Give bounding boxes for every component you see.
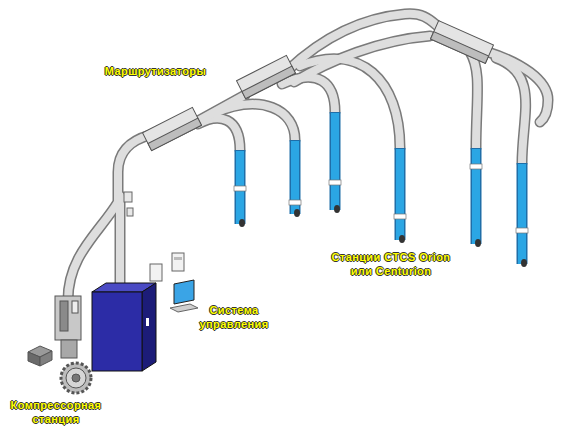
callout-label: Станции CTCS Orion или Centurion: [328, 250, 454, 278]
tube-outline: [470, 52, 478, 148]
router-box: [143, 107, 202, 150]
router-box: [242, 66, 296, 99]
station-tube: [234, 164, 528, 233]
station-tube: [234, 186, 246, 191]
station-tube: [521, 259, 527, 267]
tube-fill: [198, 118, 240, 150]
router-box: [143, 21, 494, 151]
station-tube: [240, 112, 522, 264]
callout-label: Система управления: [190, 303, 278, 331]
tube-outline: [68, 14, 548, 300]
control-system: [172, 253, 184, 271]
control-cabinet: [146, 318, 149, 326]
router-box: [237, 55, 296, 98]
tube-fill: [300, 59, 400, 148]
tube-outline: [68, 135, 150, 300]
control-system: [150, 253, 198, 312]
compressor-station: [61, 363, 91, 393]
station-tube: [239, 219, 245, 227]
router-box: [148, 118, 202, 151]
station-tube: [470, 164, 482, 169]
control-system: [174, 280, 194, 304]
trunk-controller: [127, 208, 133, 216]
control-system: [170, 304, 198, 312]
station-tube: [290, 140, 301, 214]
tube-outline: [496, 58, 526, 163]
callout-label: Маршрутизаторы: [98, 64, 213, 78]
compressor-station: [28, 296, 91, 393]
compressor-station: [61, 340, 77, 358]
station-tube: [329, 180, 341, 185]
station-tube: [394, 214, 406, 219]
compressor-station: [55, 296, 81, 340]
router-box: [143, 107, 202, 150]
tube-fill: [496, 58, 526, 163]
control-system: [174, 257, 182, 260]
tube-outline: [115, 196, 126, 290]
station-tube: [471, 148, 482, 244]
station-tube: [518, 164, 526, 264]
router-box: [237, 55, 296, 98]
tube-fill: [68, 135, 150, 300]
compressor-station: [40, 351, 52, 366]
station-tube: [240, 113, 522, 264]
station-tube: [399, 235, 405, 243]
compressor-station: [72, 301, 78, 313]
station-tube: [516, 228, 528, 233]
compressor-station: [72, 374, 80, 382]
station-tube: [472, 149, 480, 244]
compressor-station: [60, 301, 68, 331]
station-tube: [331, 113, 339, 210]
tube-fill: [282, 77, 335, 112]
control-cabinet: [92, 292, 142, 371]
compressor-station: [66, 368, 86, 388]
trunk-controller: [124, 192, 132, 202]
tube-fill: [68, 14, 548, 300]
station-tube: [289, 200, 301, 205]
station-tube: [234, 112, 528, 267]
station-tube: [235, 150, 246, 224]
tube-fill: [116, 196, 124, 290]
tube-fill: [212, 104, 295, 140]
tube-fill: [470, 52, 478, 148]
station-tube: [334, 205, 340, 213]
station-tube: [395, 148, 406, 240]
router-box: [431, 21, 494, 64]
trunk-controller: [124, 192, 133, 216]
control-cabinet: [92, 283, 156, 371]
compressor-station: [28, 352, 40, 366]
station-tube: [330, 112, 341, 210]
station-tube: [475, 239, 481, 247]
control-system: [150, 264, 162, 281]
station-tube: [517, 163, 528, 264]
station-tube: [396, 149, 404, 240]
callout-label: Компрессорная станция: [0, 398, 112, 426]
control-cabinet: [142, 283, 156, 371]
station-tube: [294, 209, 300, 217]
tube-outline: [282, 77, 335, 112]
router-box: [431, 32, 489, 64]
router-box: [431, 21, 494, 64]
tube-outline: [198, 118, 240, 150]
